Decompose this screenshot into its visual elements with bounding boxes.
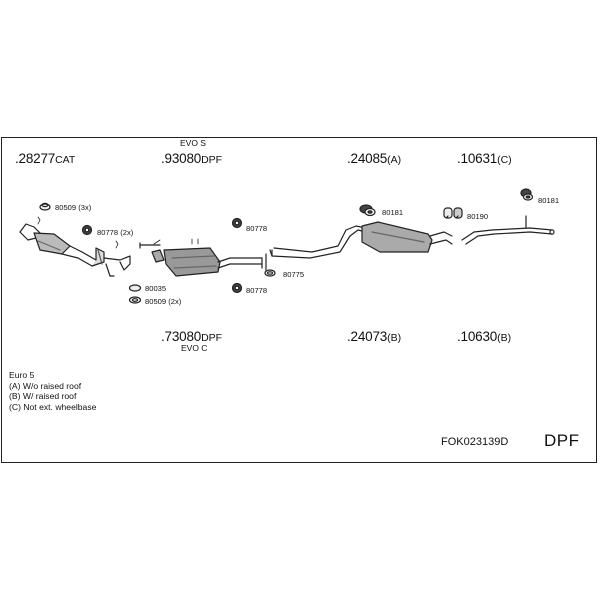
legend-line: (B) W/ raised roof — [9, 391, 77, 402]
label-80181-right: 80181 — [538, 196, 560, 205]
clamp-icon[interactable] — [231, 217, 243, 229]
label-80778-top: 80778 — [246, 224, 268, 233]
rubber-mount-icon[interactable] — [443, 207, 463, 219]
part-number-10631[interactable]: .10631(C) — [457, 151, 512, 166]
gasket-icon[interactable] — [39, 202, 51, 211]
label-80775: 80775 — [283, 270, 305, 279]
kit-code: FOK023139D — [441, 436, 509, 448]
middle-pipe-icon[interactable] — [261, 225, 367, 271]
tail-pipe-icon[interactable] — [461, 215, 555, 245]
variant-evo-s: EVO S — [180, 138, 206, 148]
diagram-frame — [1, 137, 597, 463]
kit-type-label: DPF — [544, 431, 580, 450]
dpf-unit-icon[interactable] — [139, 238, 263, 277]
catalytic-converter-icon[interactable] — [19, 216, 131, 277]
hanger-icon[interactable] — [359, 204, 376, 217]
legend: Euro 5 (A) W/o raised roof (B) W/ raised… — [9, 370, 96, 412]
variant-evo-c: EVO C — [181, 343, 208, 353]
part-number-93080[interactable]: .93080DPF — [161, 151, 223, 166]
label-80190: 80190 — [467, 212, 489, 221]
label-80035: 80035 — [145, 284, 167, 293]
label-80778-bottom: 80778 — [246, 286, 268, 295]
ring-icon[interactable] — [264, 269, 276, 277]
part-number-73080[interactable]: .73080DPF — [161, 329, 223, 344]
part-number-28277[interactable]: .28277CAT — [15, 151, 76, 166]
label-80509-3x: 80509 (3x) — [55, 203, 92, 212]
part-number-10630[interactable]: .10630(B) — [457, 329, 512, 344]
legend-line: (A) W/o raised roof — [9, 380, 82, 391]
rear-muffler-icon[interactable] — [361, 221, 453, 253]
legend-line: Euro 5 — [9, 370, 35, 380]
label-80181-mid: 80181 — [382, 208, 404, 217]
hanger-icon[interactable] — [520, 188, 534, 201]
label-80778-2x: 80778 (2x) — [97, 228, 134, 237]
clamp-icon[interactable] — [231, 282, 243, 294]
part-number-24085[interactable]: .24085(A) — [347, 151, 402, 166]
legend-line: (C) Not ext. wheelbase — [9, 401, 97, 412]
part-number-24073[interactable]: .24073(B) — [347, 329, 402, 344]
gasket-icon[interactable] — [128, 284, 142, 304]
label-80509-2x: 80509 (2x) — [145, 297, 182, 306]
clamp-icon[interactable] — [81, 224, 93, 236]
